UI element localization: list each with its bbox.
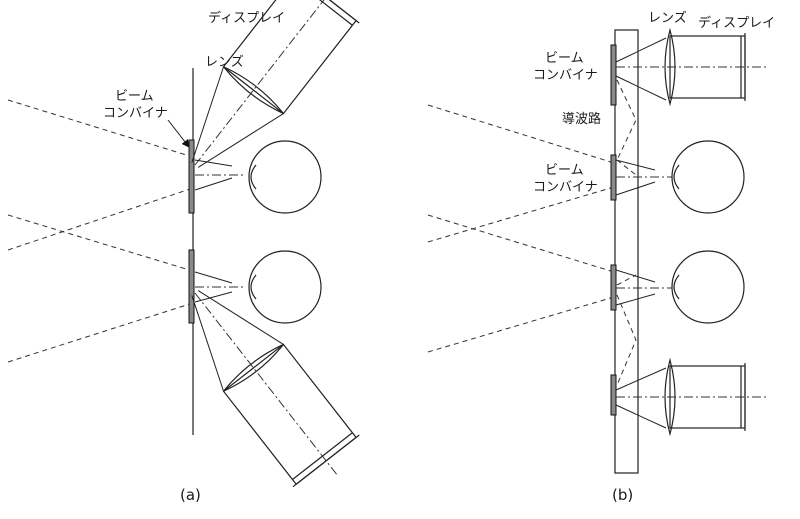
panel-b-waveguide — [614, 29, 639, 474]
panel-b-beam-combiner-3 — [610, 264, 617, 311]
panel-a-eye-rays-upper — [194, 159, 246, 191]
panel-a-view-rays — [7, 99, 197, 363]
panel-b-lens-label: レンズ — [648, 10, 687, 26]
panel-a-eye-upper — [248, 140, 322, 214]
panel-b-caption: (b) — [612, 486, 633, 504]
panel-b-eye-lower — [671, 250, 745, 324]
panel-b-guided-rays — [616, 79, 637, 386]
panel-b-beam-combiner-2 — [610, 154, 617, 201]
panel-a-display-upper — [191, 0, 360, 168]
panel-a-caption: (a) — [180, 486, 201, 504]
panel-b-bc-top-line2: コンバイナ — [533, 68, 598, 83]
panel-b-eye-rays-lower — [615, 269, 672, 306]
panel-b-display-label: ディスプレイ — [698, 15, 775, 31]
panel-a-display-lower — [191, 290, 360, 488]
panel-a-lens-label: レンズ — [205, 54, 244, 70]
panel-b-beam-combiner-4 — [610, 374, 617, 416]
panel-a-beam-combiner-upper — [188, 139, 195, 214]
panel-a-display-label: ディスプレイ — [208, 10, 285, 26]
panel-b-bc-top-line1: ビーム — [545, 51, 584, 66]
panel-b-waveguide-label: 導波路 — [562, 111, 601, 127]
panel-b: レンズ ディスプレイ ビーム コンバイナ 導波路 ビーム コンバイナ (b) — [427, 10, 775, 504]
panel-b-display-lower — [615, 357, 768, 437]
panel-a-beam-combiner-lower — [188, 249, 195, 324]
panel-b-view-rays — [427, 104, 615, 353]
panel-b-bc-mid-line2: コンバイナ — [533, 180, 598, 195]
panel-b-eye-upper — [671, 140, 745, 214]
panel-a-bc-label-line1: ビーム — [115, 89, 154, 104]
panel-a-bc-label-line2: コンバイナ — [103, 106, 168, 121]
panel-b-beam-combiner-1 — [610, 44, 617, 106]
panel-a-bc-arrow — [167, 119, 190, 148]
panel-b-eye-rays-upper — [615, 159, 672, 196]
panel-a: ディスプレイ レンズ ビーム コンバイナ (a) — [7, 0, 360, 504]
panel-a-eye-lower — [248, 250, 322, 324]
panel-b-bc-mid-line1: ビーム — [545, 163, 584, 178]
panel-b-display-upper — [615, 27, 768, 107]
panel-a-eye-rays-lower — [194, 271, 246, 303]
